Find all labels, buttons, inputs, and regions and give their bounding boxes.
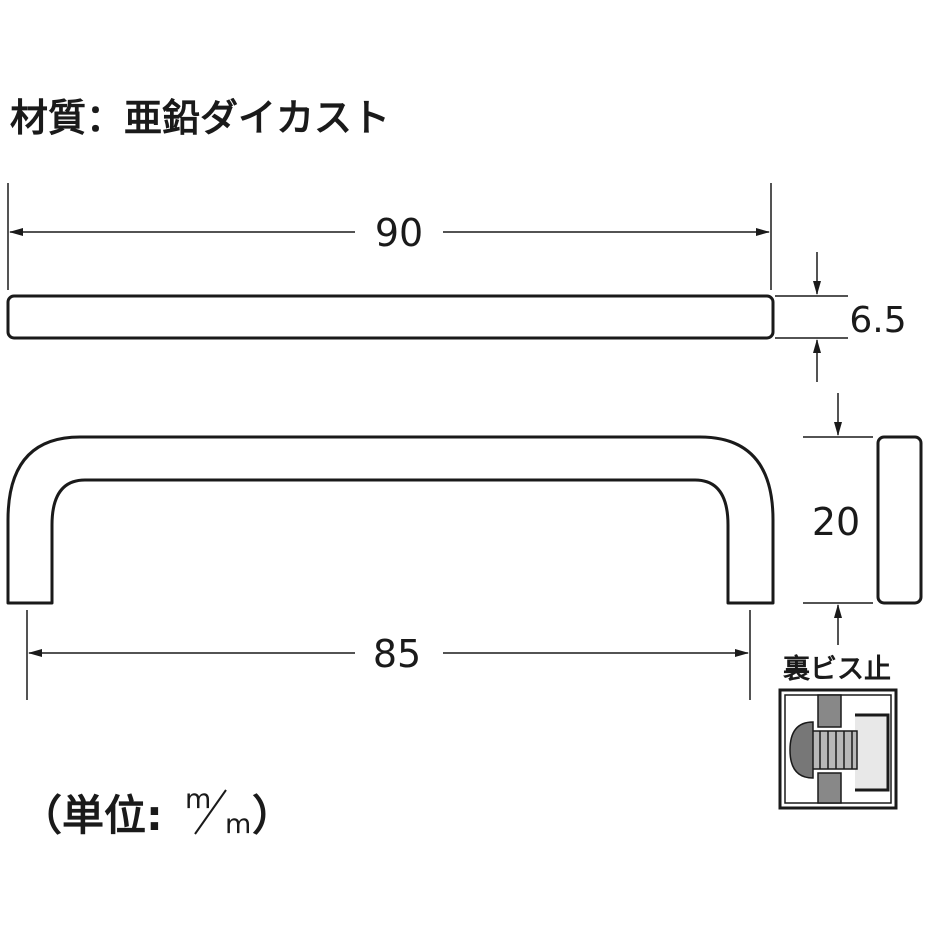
dimension-label-90: 90 [375, 211, 423, 255]
handle-side-view [876, 435, 923, 605]
unit-fraction-slash [194, 789, 227, 835]
mounting-label: 裏ビス止 [782, 653, 891, 685]
mounting-detail [778, 688, 898, 810]
unit-suffix: ） [252, 791, 294, 840]
screw-head [789, 721, 814, 779]
dimension-label-85: 85 [373, 632, 421, 676]
dimension-label-20: 20 [812, 500, 860, 544]
dimension-label-6-5: 6.5 [849, 300, 906, 341]
detail-frame [778, 688, 898, 810]
handle-body-section [855, 713, 890, 792]
unit-denominator: m [225, 809, 251, 840]
dimension-height: 20 [803, 393, 873, 645]
dimension-width-bottom: 85 [26, 610, 751, 700]
dimension-thickness: 6.5 [775, 252, 907, 382]
dimension-width-top: 90 [7, 183, 772, 290]
handle-top-view [6, 294, 775, 340]
unit-prefix: （単位: [20, 791, 163, 840]
panel-upper [817, 694, 842, 728]
handle-front-view [6, 435, 775, 605]
unit-numerator: m [185, 784, 211, 815]
panel-lower [817, 772, 842, 804]
screw-shank [811, 730, 858, 770]
unit-note: （単位: m m ） [20, 784, 294, 840]
material-title: 材質：亜鉛ダイカスト [10, 96, 390, 140]
